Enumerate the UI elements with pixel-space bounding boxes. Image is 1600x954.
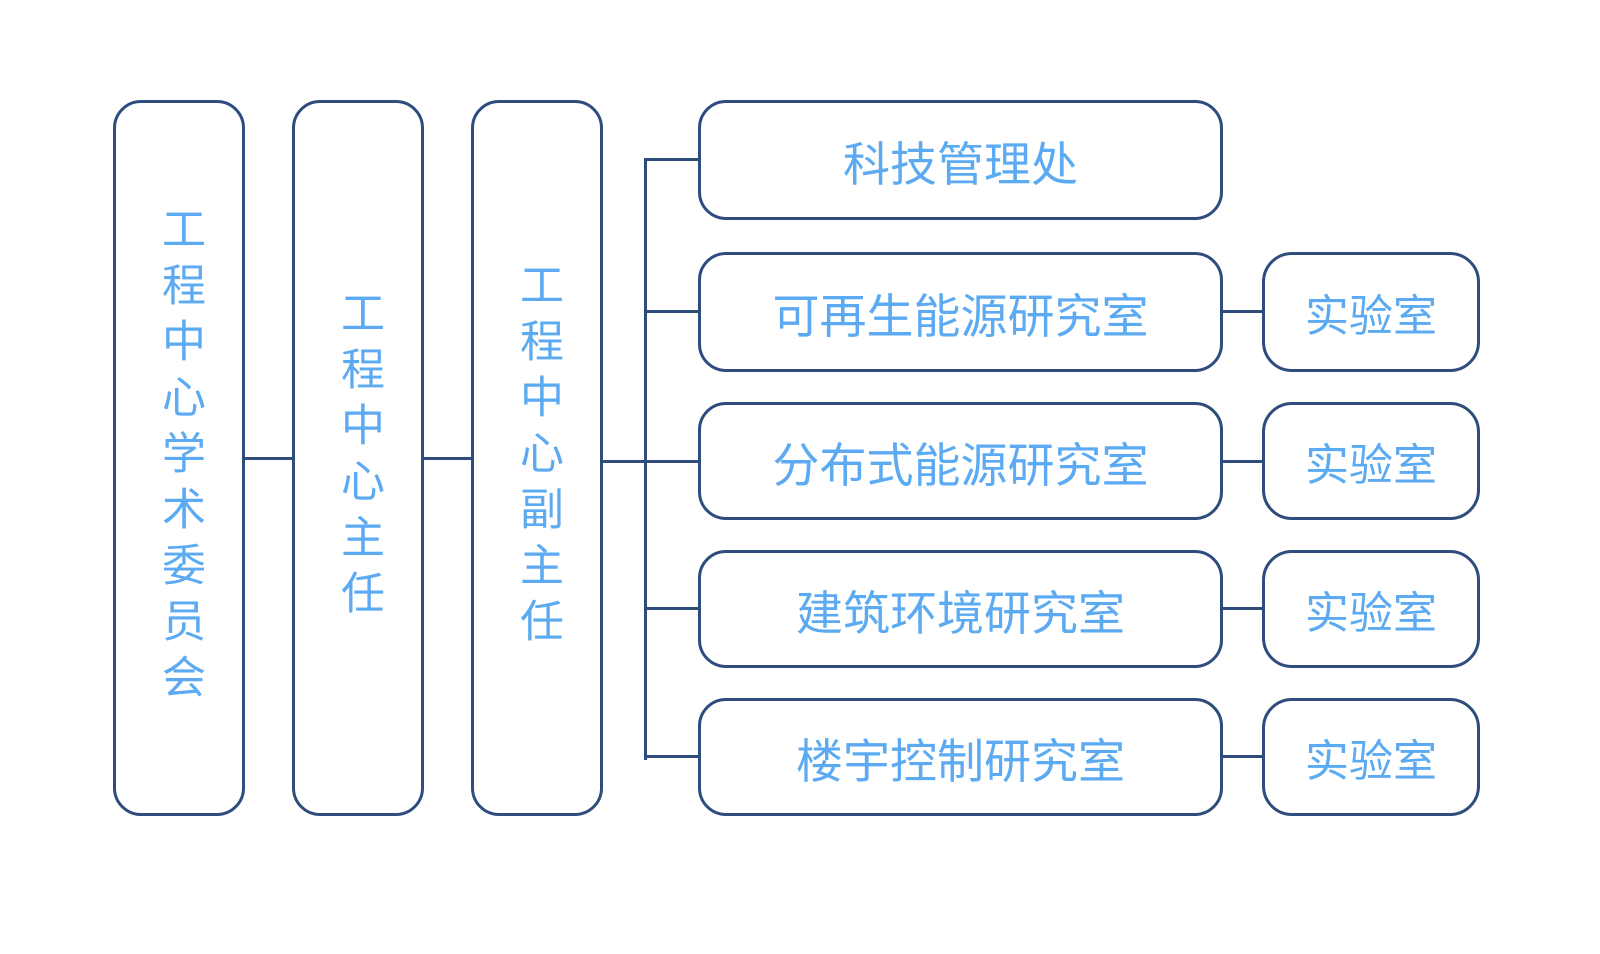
node-building-control-lab-label: 楼宇控制研究室	[796, 734, 1125, 788]
node-renewable-energy-laboratory: 实验室	[1262, 252, 1480, 372]
node-deputy-director: 工程中心副主任	[471, 100, 603, 816]
connector-distributed-laboratory	[1223, 460, 1262, 463]
node-building-control-lab: 楼宇控制研究室	[698, 698, 1223, 816]
node-deputy-director-label: 工程中心副主任	[513, 262, 562, 654]
node-building-environment-lab: 建筑环境研究室	[698, 550, 1223, 668]
node-sci-tech-management-office: 科技管理处	[698, 100, 1223, 220]
node-distributed-energy-lab: 分布式能源研究室	[698, 402, 1223, 520]
node-building-control-laboratory-label: 实验室	[1305, 737, 1437, 786]
connector-building-control-laboratory	[1223, 755, 1262, 758]
connector-committee-director	[245, 457, 292, 460]
node-renewable-energy-lab: 可再生能源研究室	[698, 252, 1223, 372]
node-renewable-energy-lab-label: 可再生能源研究室	[772, 289, 1149, 343]
node-academic-committee: 工程中心学术委员会	[113, 100, 245, 816]
node-distributed-energy-laboratory-label: 实验室	[1305, 441, 1437, 490]
node-building-environment-laboratory: 实验室	[1262, 550, 1480, 668]
node-building-control-laboratory: 实验室	[1262, 698, 1480, 816]
node-sci-tech-management-office-label: 科技管理处	[843, 137, 1078, 191]
connector-branch-renewable	[647, 310, 698, 313]
connector-renewable-laboratory	[1223, 310, 1262, 313]
node-distributed-energy-lab-label: 分布式能源研究室	[772, 438, 1149, 492]
connector-branch-sci-tech	[647, 158, 698, 161]
connector-branch-building-env	[647, 607, 698, 610]
connector-trunk	[644, 158, 647, 760]
node-academic-committee-label: 工程中心学术委员会	[155, 206, 204, 710]
connector-branch-building-control	[647, 755, 698, 758]
node-center-director: 工程中心主任	[292, 100, 424, 816]
connector-building-env-laboratory	[1223, 607, 1262, 610]
node-building-environment-lab-label: 建筑环境研究室	[796, 586, 1125, 640]
node-distributed-energy-laboratory: 实验室	[1262, 402, 1480, 520]
node-renewable-energy-laboratory-label: 实验室	[1305, 292, 1437, 341]
connector-deputy-trunk	[603, 460, 698, 463]
node-center-director-label: 工程中心主任	[334, 290, 383, 626]
connector-director-deputy	[424, 457, 471, 460]
node-building-environment-laboratory-label: 实验室	[1305, 589, 1437, 638]
